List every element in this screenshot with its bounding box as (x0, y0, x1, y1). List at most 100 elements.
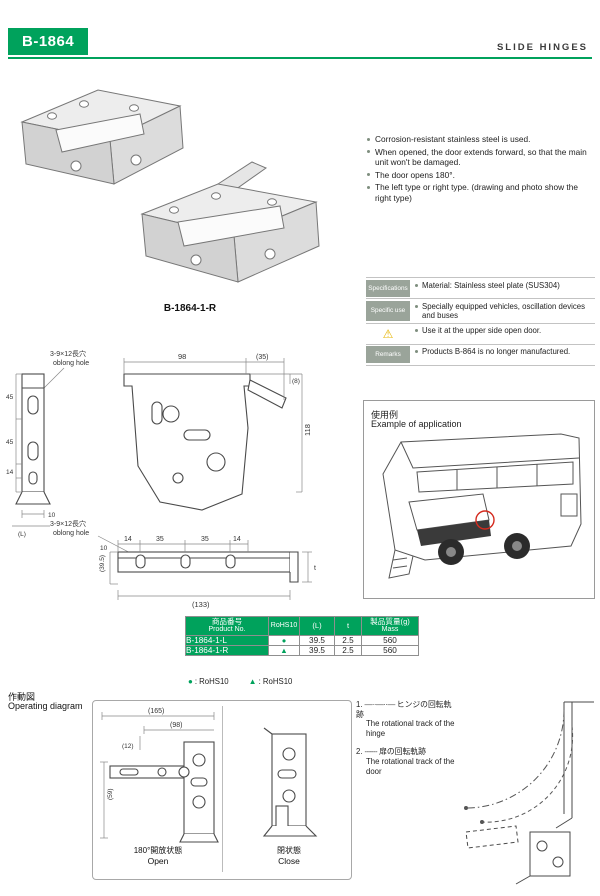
spec-row-specifications: Specifications Material: Stainless steel… (366, 278, 595, 299)
dim-b35a: 35 (156, 536, 164, 543)
header-rule (8, 57, 592, 59)
spec-text: Material: Stainless steel plate (SUS304) (410, 278, 595, 298)
product-isometric-drawing (20, 89, 320, 283)
spec-text: Specially equipped vehicles, oscillation… (410, 299, 595, 323)
feature-item: Corrosion-resistant stainless steel is u… (366, 134, 594, 145)
dimension-drawings: 3-9×12長穴 oblong hole 45 45 14 10 (6, 349, 316, 609)
rohs-mark-cell: ▲ (268, 644, 300, 656)
application-title-en: Example of application (371, 419, 462, 429)
hole-note-jp: 3-9×12長穴 (50, 349, 86, 358)
mass-cell: 560 (361, 644, 419, 656)
hole-note-jp-2: 3-9×12長穴 (50, 519, 86, 528)
hinge-right-drawing (140, 161, 320, 283)
closed-state-label: 閉状態 Close (277, 846, 301, 866)
dim-12: (12) (122, 743, 134, 750)
dim-59: (59) (107, 788, 114, 800)
rohs-mark-cell: ● (268, 634, 300, 646)
track-notes: 1.―··―··―ヒンジの回転軌跡 The rotational track o… (356, 700, 456, 785)
length-cell: 39.5 (299, 644, 335, 656)
dim-t: t (314, 565, 316, 572)
end-view-drawing (15, 373, 51, 505)
spec-label: Specifications (366, 279, 410, 297)
dim-98: 98 (178, 352, 186, 361)
end-view-dim-lines (12, 373, 50, 527)
hole-note-en-2: oblong hole (53, 530, 89, 537)
dim-b14b: 14 (233, 536, 241, 543)
col-length: (L) (299, 616, 335, 636)
col-rohs: RoHS10 (268, 616, 300, 636)
hole-note-en: oblong hole (53, 360, 89, 367)
track-note-hinge: 1.―··―··―ヒンジの回転軌跡 The rotational track o… (356, 700, 455, 738)
dim-39-5: (39.5) (99, 555, 106, 572)
thickness-cell: 2.5 (334, 634, 362, 646)
dim-10: 10 (48, 512, 56, 519)
product-no-cell: B-1864-1-L (185, 634, 269, 646)
rotational-track-drawing (464, 701, 594, 885)
thickness-cell: 2.5 (334, 644, 362, 656)
legend-item: ▲: RoHS10 (248, 677, 293, 686)
open-dim-lines (100, 712, 215, 839)
spec-text: Use it at the upper side open door. (410, 324, 595, 344)
rohs-legend: ●: RoHS10 ▲: RoHS10 (188, 677, 292, 686)
warning-icon: ⚠ (382, 326, 394, 341)
bus-drawing (382, 433, 582, 579)
side-view-drawing (123, 373, 287, 511)
dim-45b: 45 (6, 439, 14, 446)
application-title-jp: 使用例 (371, 410, 399, 420)
length-cell: 39.5 (299, 634, 335, 646)
operating-divider (222, 706, 223, 872)
spec-label: Remarks (366, 346, 410, 364)
closed-hinge-shape (262, 727, 318, 837)
bottom-view-dim-lines (109, 540, 312, 600)
dim-b14a: 14 (124, 536, 132, 543)
side-view-dim-lines (123, 358, 303, 493)
dim-b10: 10 (100, 545, 108, 552)
feature-item: When opened, the door extends forward, s… (366, 147, 594, 168)
spec-label: Specific use (366, 300, 410, 322)
dim-8p: (8) (292, 378, 300, 385)
dim-35p: (35) (256, 354, 268, 361)
dim-45a: 45 (6, 394, 14, 401)
feature-item: The door opens 180°. (366, 170, 594, 181)
product-photo-caption: B-1864-1-R (163, 303, 217, 314)
spec-text: Products B-864 is no longer manufactured… (410, 345, 595, 365)
product-no-cell: B-1864-1-R (185, 644, 269, 656)
operating-diagram-box (92, 700, 352, 880)
closed-state-drawing (262, 727, 318, 837)
hinge-location-marker (475, 510, 495, 530)
track-note-door: 2.------扉の回転軌跡 The rotational track of t… (356, 747, 455, 776)
dim-98-open: (98) (170, 722, 182, 729)
dim-165: (165) (148, 708, 164, 715)
table-row: B-1864-1-L ● 39.5 2.5 560 (185, 634, 419, 646)
bottom-view-drawing (117, 551, 299, 583)
track-point (464, 806, 468, 810)
dim-118: 118 (303, 424, 312, 436)
door-section-shape (465, 701, 594, 885)
table-row: B-1864-1-R ▲ 39.5 2.5 560 (185, 644, 419, 656)
dim-L: (L) (18, 531, 26, 538)
page-category-title: SLIDE HINGES (496, 42, 588, 53)
spec-row-caution: ⚠ Use it at the upper side open door. (366, 324, 595, 345)
feature-item: The left type or right type. (drawing an… (366, 182, 594, 203)
door-track-arc (481, 725, 574, 823)
col-mass: 製品質量(g)Mass (361, 616, 419, 636)
hinge-track-arc (465, 709, 565, 809)
open-hinge-shape (109, 741, 219, 843)
operating-title-en: Operating diagram (8, 701, 83, 711)
bus-application-drawing (382, 433, 582, 579)
legend-item: ●: RoHS10 (188, 677, 229, 686)
spec-row-remarks: Remarks Products B-864 is no longer manu… (366, 345, 595, 366)
track-point (480, 820, 484, 824)
dim-133: (133) (192, 600, 210, 609)
dim-b35b: 35 (201, 536, 209, 543)
spec-row-specific-use: Specific use Specially equipped vehicles… (366, 299, 595, 324)
feature-list: Corrosion-resistant stainless steel is u… (366, 134, 594, 206)
dim-14: 14 (6, 469, 14, 476)
product-code-badge: B-1864 (8, 28, 89, 55)
col-thickness: t (334, 616, 362, 636)
open-state-label: 180°開放状態 Open (133, 846, 183, 866)
mass-cell: 560 (361, 634, 419, 646)
